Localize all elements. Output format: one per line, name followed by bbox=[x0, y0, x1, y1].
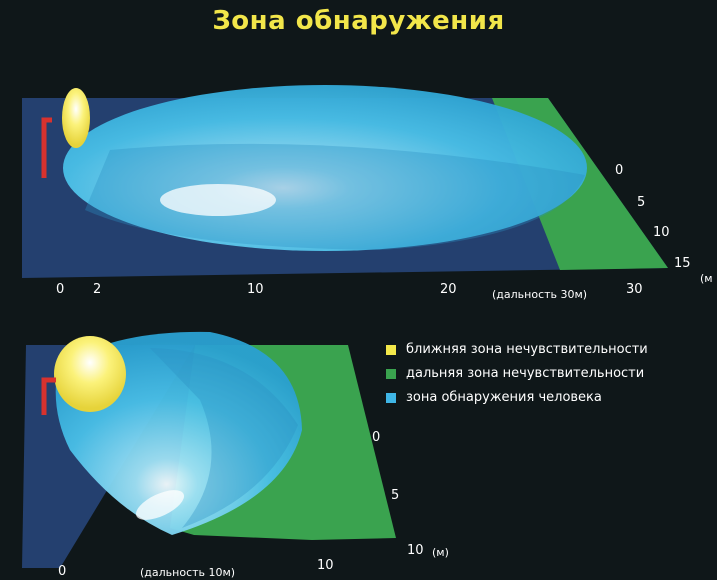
bottom-near-zone bbox=[54, 336, 126, 412]
legend-label-far-zone: дальняя зона нечувствительности bbox=[406, 366, 645, 381]
top-depth-tick-15: 15 bbox=[674, 256, 691, 271]
diagram-title: Зона обнаружения bbox=[212, 6, 505, 36]
bottom-highlight bbox=[135, 490, 185, 520]
top-depth-tick-0: 0 bbox=[615, 163, 624, 178]
top-highlight bbox=[160, 184, 276, 216]
bottom-depth-tick-5: 5 bbox=[391, 488, 400, 503]
top-near-zone bbox=[62, 88, 90, 148]
legend-swatch-near-zone bbox=[386, 344, 396, 355]
top-x-tick-10: 10 bbox=[247, 282, 264, 297]
top-depth-tick-10: 10 bbox=[653, 225, 670, 240]
top-x-tick-20: 20 bbox=[440, 282, 457, 297]
bottom-depth-unit: (м) bbox=[432, 546, 449, 559]
legend-label-detection-zone: зона обнаружения человека bbox=[406, 390, 602, 405]
top-depth-unit: (м bbox=[700, 272, 713, 285]
top-sensor-icon bbox=[41, 117, 52, 178]
bottom-sensor-icon bbox=[41, 377, 56, 415]
bottom-depth-tick-10: 10 bbox=[407, 543, 424, 558]
top-x-tick-2: 2 bbox=[93, 282, 102, 297]
legend-item-near-zone: ближняя зона нечувствительности bbox=[386, 342, 648, 357]
top-detection-zone-shading bbox=[85, 143, 585, 250]
legend-swatch-detection-zone bbox=[386, 392, 396, 403]
bottom-depth-tick-0: 0 bbox=[372, 430, 381, 445]
legend-item-far-zone: дальняя зона нечувствительности bbox=[386, 366, 644, 381]
top-x-tick-0: 0 bbox=[56, 282, 65, 297]
bottom-range-label: (дальность 10м) bbox=[140, 566, 236, 579]
top-depth-tick-5: 5 bbox=[637, 195, 646, 210]
top-range-label: (дальность 30м) bbox=[492, 288, 588, 301]
bottom-x-tick-0: 0 bbox=[58, 564, 67, 579]
bottom-x-tick-10: 10 bbox=[317, 558, 334, 573]
legend-swatch-far-zone bbox=[386, 368, 396, 379]
top-x-tick-30: 30 bbox=[626, 282, 643, 297]
legend-item-detection-zone: зона обнаружения человека bbox=[386, 390, 602, 405]
legend-label-near-zone: ближняя зона нечувствительности bbox=[406, 342, 648, 357]
bottom-detection-zone-shading bbox=[150, 348, 298, 528]
